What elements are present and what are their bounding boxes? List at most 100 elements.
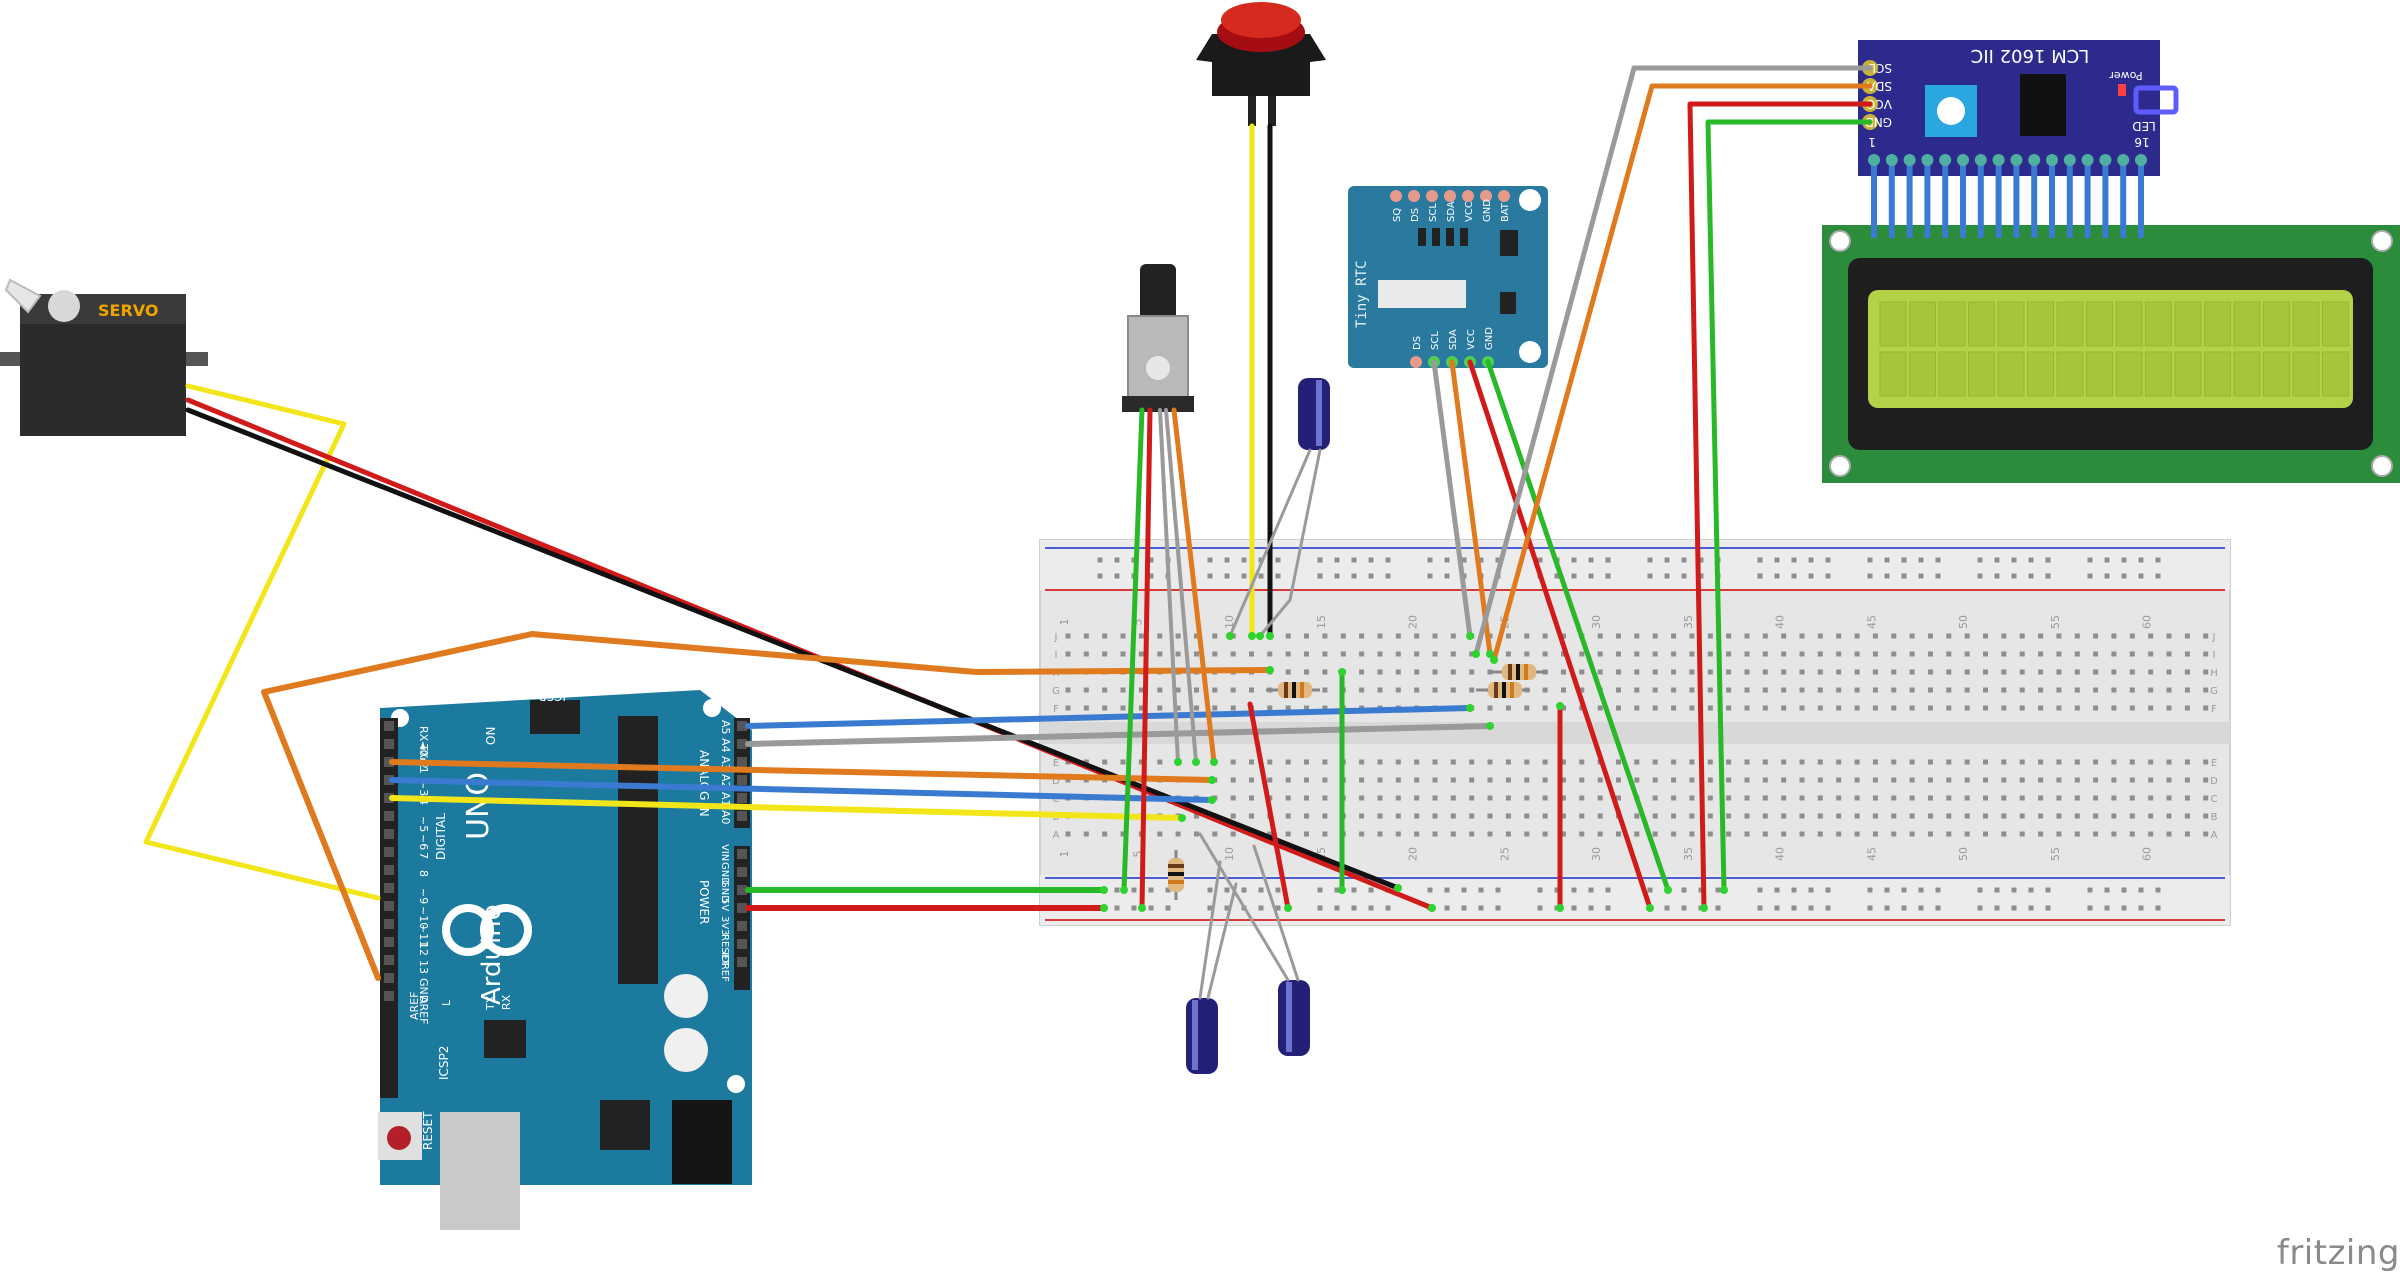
breadboard-hole <box>1340 651 1346 657</box>
rtc-title: Tiny RTC <box>1354 261 1370 328</box>
rail-hole <box>2155 905 2161 911</box>
rail-hole <box>1495 557 1501 563</box>
wire-rtc-vcc <box>1467 359 1653 911</box>
arduino-logo-text: Arduino <box>477 904 507 1005</box>
breadboard-hole <box>1671 813 1677 819</box>
lcd-cell <box>2233 351 2261 397</box>
header-pin <box>2102 156 2109 238</box>
digital-pin-label: ~10 <box>417 906 430 929</box>
breadboard-hole <box>1285 633 1291 639</box>
lcd-character-grid <box>1879 301 2349 397</box>
analog-pin-label: A2 <box>719 774 732 789</box>
breadboard-hole <box>1579 687 1585 693</box>
breadboard-hole <box>1102 687 1108 693</box>
breadboard-hole <box>1928 633 1933 639</box>
rail-hole <box>2087 557 2093 563</box>
wire-joint <box>1266 632 1274 640</box>
breadboard-hole <box>1762 669 1768 675</box>
breadboard-hole <box>1414 795 1420 801</box>
rail-hole <box>2028 573 2034 579</box>
breadboard-hole <box>1524 759 1530 765</box>
breadboard-hole <box>1799 813 1805 819</box>
breadboard-hole <box>1469 651 1475 657</box>
rail-hole <box>1224 573 1230 579</box>
breadboard-hole <box>1285 777 1291 783</box>
lcd-cell <box>2263 351 2290 397</box>
breadboard-hole <box>1652 669 1658 675</box>
analog-pin-label: A1 <box>719 792 732 807</box>
breadboard-hole <box>1616 651 1621 657</box>
rail-hole <box>1131 905 1137 911</box>
breadboard-hole <box>1414 777 1420 783</box>
breadboard-hole <box>1377 633 1383 639</box>
breadboard-hole <box>1561 759 1566 765</box>
breadboard-hole <box>1983 669 1988 675</box>
breadboard-hole <box>1891 813 1897 819</box>
breadboard-hole <box>1854 687 1860 693</box>
breadboard-hole <box>1285 795 1291 801</box>
breadboard-hole <box>2001 795 2007 801</box>
breadboard-hole <box>2184 777 2190 783</box>
breadboard-hole <box>1102 651 1108 657</box>
digital-pin-socket <box>384 901 394 911</box>
lcd-cell <box>1909 301 1936 347</box>
wire-joints <box>1100 632 1728 912</box>
breadboard-hole <box>1579 831 1585 837</box>
breadboard-hole <box>2038 831 2044 837</box>
breadboard-hole <box>1432 759 1438 765</box>
breadboard-hole <box>1450 813 1456 819</box>
breadboard-hole <box>2129 777 2135 783</box>
header-pin <box>2120 156 2127 238</box>
digital-pin-label: ~3 <box>417 780 430 796</box>
rail-hole <box>2045 887 2051 893</box>
header-pad <box>2099 154 2112 166</box>
rail-hole <box>1588 573 1594 579</box>
lcd-cell <box>1879 301 1907 347</box>
breadboard-hole <box>1083 687 1089 693</box>
rail-hole <box>2121 887 2127 893</box>
rail-hole <box>1571 557 1577 563</box>
breadboard-hole <box>2019 687 2025 693</box>
resistor-2 <box>1492 664 1548 680</box>
breadboard-hole <box>1359 795 1365 801</box>
rail-hole <box>1647 573 1653 579</box>
rail-hole <box>1427 573 1433 579</box>
rail-hole <box>1977 905 1983 911</box>
breadboard-hole <box>1799 759 1805 765</box>
rail-hole <box>1148 573 1154 579</box>
digital-pin-label: 8 <box>417 870 430 877</box>
breadboard-hole <box>1762 777 1768 783</box>
breadboard-hole <box>1157 831 1163 837</box>
breadboard-hole <box>1395 633 1401 639</box>
breadboard-hole <box>1781 651 1787 657</box>
rail-hole <box>1207 573 1213 579</box>
breadboard-hole <box>1817 633 1823 639</box>
breadboard-hole <box>1322 687 1328 693</box>
rail-hole <box>1664 573 1670 579</box>
power-pin-socket <box>737 957 747 967</box>
rail-hole <box>2087 905 2093 911</box>
rail-hole <box>1884 887 1890 893</box>
breadboard-hole <box>1781 705 1787 711</box>
breadboard-hole <box>1083 759 1089 765</box>
breadboard-hole <box>1872 813 1878 819</box>
rail-hole <box>1935 573 1941 579</box>
breadboard-hole <box>2001 705 2007 711</box>
breadboard-hole <box>1964 651 1970 657</box>
rtc-top-pin-label: DS <box>1410 208 1421 222</box>
rail-hole <box>1131 887 1137 893</box>
breadboard-hole <box>2184 687 2190 693</box>
breadboard-hole <box>1634 669 1640 675</box>
breadboard-hole <box>1505 651 1511 657</box>
breadboard-hole <box>1744 669 1750 675</box>
rail-hole <box>1275 557 1281 563</box>
rail-hole <box>1148 905 1154 911</box>
breadboard-hole <box>1597 705 1603 711</box>
row-letter: C <box>2211 794 2218 805</box>
rail-hole <box>1224 905 1230 911</box>
breadboard-hole <box>1542 687 1548 693</box>
breadboard-hole <box>1561 795 1566 801</box>
rtc-bottom-pin-label: GND <box>1484 327 1495 350</box>
rail-hole <box>1588 887 1594 893</box>
breadboard-hole <box>2166 651 2172 657</box>
